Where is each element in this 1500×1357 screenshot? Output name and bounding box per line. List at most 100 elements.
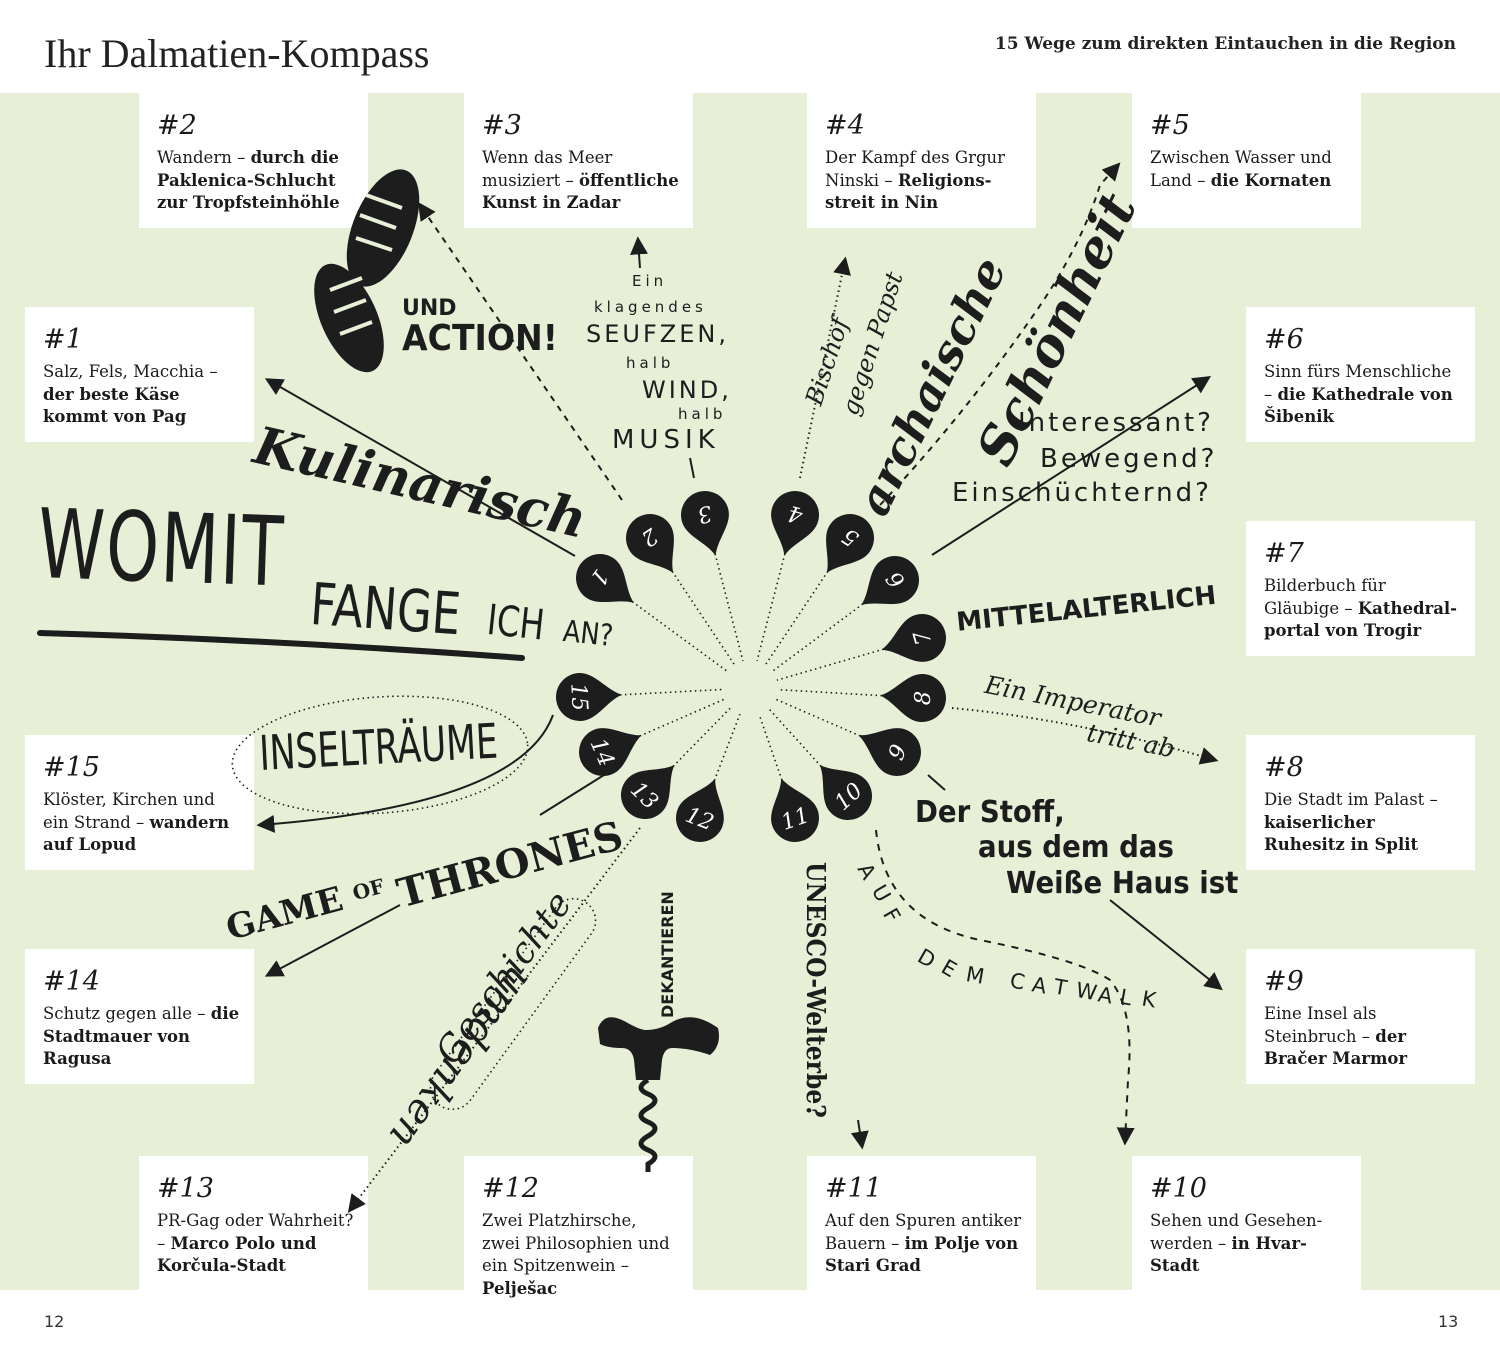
compass-ray [619, 688, 723, 696]
compass-drop: 15 [556, 673, 622, 721]
page-number-left: 12 [44, 1312, 65, 1331]
compass-drop-number: 4 [785, 500, 806, 528]
card-number: #7 [1264, 538, 1304, 569]
label-seufzen-7: MUSIK [612, 425, 720, 455]
compass-ray [771, 603, 864, 672]
page-subtitle: 15 Wege zum direkten Eintauchen in die R… [994, 34, 1456, 54]
compass-drop-shape [556, 673, 622, 721]
compass-drop-shape [819, 764, 872, 820]
compass-drop-shape [676, 778, 724, 842]
catwalk-letter: M [964, 962, 993, 990]
compass-drop-shape [861, 556, 919, 606]
label-stoff-3: Weiße Haus ist [1006, 866, 1239, 901]
arrow-9-stem [927, 774, 946, 791]
question-underline [37, 630, 525, 661]
label-unesco: UNESCO-Welterbe? [800, 862, 830, 1118]
card-number: #4 [825, 110, 865, 141]
compass-drop-shape [858, 728, 921, 776]
compass-ray [714, 553, 744, 662]
card-text: Sinn fürs Mensch­liche – die Kathe­drale… [1264, 362, 1453, 426]
arrow-to-11 [850, 1119, 869, 1150]
card-text: Der Kampf des Grgur Ninski – Religions­s… [825, 148, 1006, 212]
card-8: #8 Die Stadt im Palast – kaiserlicher Ru… [1246, 735, 1475, 870]
compass-drop: 10 [819, 764, 872, 820]
card-number: #13 [157, 1173, 214, 1204]
compass-drop: 1 [576, 554, 634, 603]
compass-drop: 12 [676, 778, 724, 842]
compass-ray [768, 708, 822, 767]
footprints-icon [314, 169, 420, 373]
compass-drop-number: 3 [695, 500, 715, 528]
card-14: #14 Schutz gegen alle – die Stadtmauer v… [25, 949, 254, 1084]
card-number: #8 [1264, 752, 1304, 783]
inseltraeume-outline [231, 695, 529, 815]
label-einschuechternd: Einschüchternd? [952, 478, 1212, 508]
compass-drop: 11 [771, 778, 819, 842]
compass-drop: 8 [880, 674, 946, 722]
compass-ray [631, 601, 728, 673]
card-2: #2 Wandern – durch die Paklenica-Schluch… [139, 93, 368, 228]
compass-drop-shape [626, 514, 674, 573]
compass-ray [764, 570, 829, 666]
compass-drop: 9 [858, 728, 921, 776]
label-stoff-2: aus dem das [978, 830, 1174, 865]
card-9: #9 Eine Insel als Steinbruch – der Brače… [1246, 949, 1475, 1084]
card-text: Zwischen Wasser und Land – die Kornaten [1150, 148, 1332, 190]
question-womit: WOMIT [36, 488, 287, 609]
card-13: #13 PR-Gag oder Wahr­heit? – Marco Polo … [139, 1156, 368, 1290]
card-text: Klöster, Kirchen und ein Strand – wander… [43, 790, 230, 854]
card-text: Sehen und Gesehen­werden – in Hvar-Stadt [1150, 1211, 1323, 1275]
card-number: #2 [157, 110, 197, 141]
catwalk-letter: A [1030, 972, 1055, 1000]
question-ich: ICH [484, 595, 547, 650]
question-an: AN? [561, 614, 615, 655]
compass-drop-number: 15 [565, 682, 591, 711]
compass-drop-number: 7 [909, 627, 937, 647]
arrows [256, 162, 1223, 1213]
compass-ray [639, 698, 725, 737]
question-fange: FANGE [308, 570, 463, 649]
arrow-to-4 [799, 256, 851, 479]
card-number: #10 [1150, 1173, 1207, 1204]
card-number: #3 [482, 110, 522, 141]
compass-drop-shape [576, 554, 634, 603]
arrow-3-stem [689, 457, 695, 479]
card-number: #14 [43, 966, 100, 997]
compass-drop-shape [681, 491, 729, 556]
geschichte-outline [429, 897, 597, 1111]
card-text: Die Stadt im Palast – kaiserlicher Ruhes… [1264, 790, 1438, 854]
label-action: ACTION! [402, 318, 558, 359]
label-seufzen-6: halb [678, 405, 727, 423]
card-10: #10 Sehen und Gesehen­werden – in Hvar-S… [1132, 1156, 1361, 1290]
label-seufzen-2: klagendes [594, 298, 707, 316]
compass-drop: 4 [771, 491, 819, 556]
card-text: PR-Gag oder Wahr­heit? – Marco Polo und … [157, 1211, 354, 1275]
card-text: Bilderbuch für Gläubige – Kathedral­port… [1264, 576, 1458, 640]
card-text: Wenn das Meer musiziert – öffentliche Ku… [482, 148, 679, 212]
arrow-14-stem [539, 769, 613, 816]
label-stoff-1: Der Stoff, [915, 795, 1065, 830]
compass-drop: 2 [626, 514, 674, 573]
compass-ray [672, 707, 731, 768]
infographic-background [0, 93, 1500, 1290]
compass-ray [777, 688, 883, 697]
card-text: Wandern – durch die Paklenica-Schlucht z… [157, 148, 340, 212]
card-5: #5 Zwischen Wasser und Land – die Kornat… [1132, 93, 1361, 228]
card-number: #6 [1264, 324, 1304, 355]
compass-ray [775, 698, 861, 737]
arrow-to-5 [879, 162, 1121, 506]
card-6: #6 Sinn fürs Mensch­liche – die Kathe­dr… [1246, 307, 1475, 442]
label-dekantieren: DEKANTIEREN [658, 891, 677, 1018]
compass-drop-shape [771, 491, 819, 556]
compass-drop-shape [579, 728, 642, 776]
compass-drop-shape [880, 674, 946, 722]
card-text: Auf den Spuren antiker Bauern – im Polje… [825, 1211, 1022, 1275]
card-3: #3 Wenn das Meer musiziert – öffentliche… [464, 93, 693, 228]
catwalk-letter: C [1008, 968, 1033, 996]
card-text: Zwei Platzhirsche, zwei Philosophien und… [482, 1211, 670, 1298]
compass-drop: 7 [881, 614, 946, 662]
arrow-to-15 [256, 714, 554, 833]
arrow-to-14 [264, 904, 401, 977]
